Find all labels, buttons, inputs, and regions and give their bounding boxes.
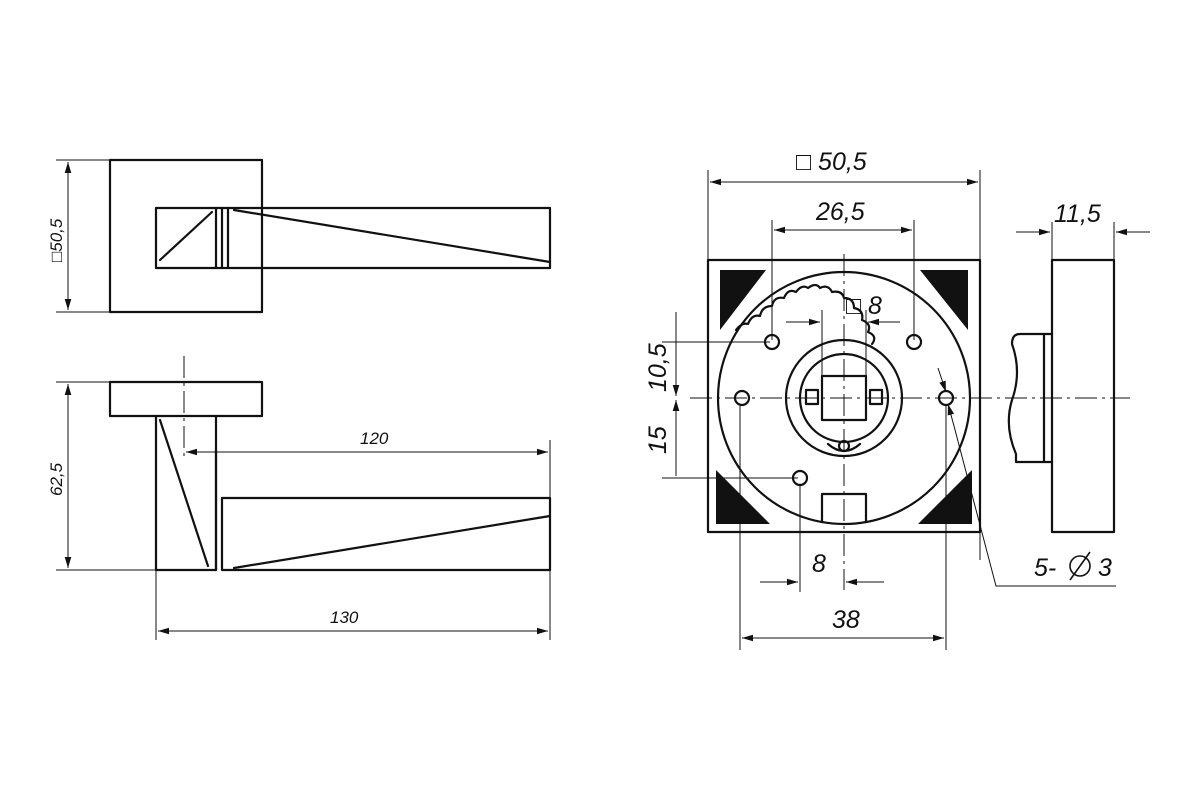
profile-boss <box>1007 332 1054 464</box>
rosette-width-label: □ 50,5 <box>796 148 867 176</box>
corner-cutout-br <box>918 470 972 524</box>
handle-lever-top <box>220 206 552 270</box>
rosette-side <box>108 380 264 418</box>
lower-offset-label: 15 <box>644 426 672 454</box>
hole-spacing-label: 26,5 <box>815 198 865 226</box>
upper-offset-label: 10,5 <box>644 343 672 392</box>
corner-cutout-tl <box>716 270 766 330</box>
slot-width-label: 8 <box>812 550 826 578</box>
corner-cutout-bl <box>716 470 770 524</box>
corner-cutout-tr <box>920 270 972 330</box>
handle-lever-side <box>220 496 552 572</box>
holes-callout-label: 5- <box>1034 554 1056 582</box>
rosette-dimension-label: □50,5 <box>47 218 66 262</box>
height-dimension-label: 62,5 <box>47 462 66 496</box>
handle-top-view: □50,5 <box>47 158 552 314</box>
handle-neck-side <box>154 414 218 572</box>
rosette-side-profile: 11,5 <box>1007 200 1150 534</box>
toothed-arc <box>734 283 876 346</box>
handle-length-label: 120 <box>360 429 389 448</box>
handle-side-view: 62,5 120 130 <box>47 356 552 640</box>
diameter-icon <box>1069 551 1091 581</box>
hole-circle-label: 38 <box>832 606 860 634</box>
spindle-dimension-label: □ 8 <box>846 292 882 320</box>
total-length-label: 130 <box>330 608 359 627</box>
thickness-label: 11,5 <box>1054 200 1101 228</box>
rosette-front-view: □ 50,5 26,5 □ 8 10,5 15 8 38 5- <box>644 148 1130 650</box>
rosette-outline <box>108 158 264 314</box>
profile-body <box>1050 258 1116 534</box>
holes-diameter-label: 3 <box>1098 554 1112 582</box>
holes-leader-line <box>953 425 1116 587</box>
